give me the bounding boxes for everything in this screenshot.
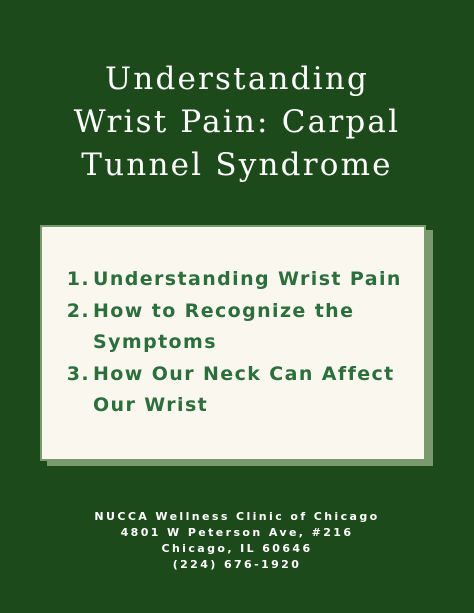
toc-item-number: 2. bbox=[66, 299, 90, 322]
page-title: Understanding Wrist Pain: Carpal Tunnel … bbox=[0, 58, 474, 187]
title-line-3: Tunnel Syndrome bbox=[81, 147, 393, 183]
toc-item-text: How to Recognize the Symptoms bbox=[93, 299, 355, 354]
clinic-name: NUCCA Wellness Clinic of Chicago bbox=[94, 510, 380, 523]
table-of-contents: 1. Understanding Wrist Pain 2. How to Re… bbox=[60, 264, 420, 422]
clinic-phone: (224) 676-1920 bbox=[172, 558, 302, 571]
clinic-contact-info: NUCCA Wellness Clinic of Chicago 4801 W … bbox=[0, 509, 474, 573]
clinic-address-street: 4801 W Peterson Ave, #216 bbox=[120, 526, 354, 539]
title-line-2: Wrist Pain: Carpal bbox=[73, 104, 401, 140]
toc-item-2: 2. How to Recognize the Symptoms bbox=[60, 296, 420, 359]
toc-item-3: 3. How Our Neck Can Affect Our Wrist bbox=[60, 359, 420, 422]
toc-item-number: 3. bbox=[66, 362, 90, 385]
toc-item-number: 1. bbox=[66, 268, 90, 290]
title-line-1: Understanding bbox=[104, 61, 370, 97]
toc-item-text: Understanding Wrist Pain bbox=[93, 268, 402, 290]
toc-item-1: 1. Understanding Wrist Pain bbox=[60, 264, 420, 296]
toc-item-text: How Our Neck Can Affect Our Wrist bbox=[93, 362, 395, 417]
clinic-address-city: Chicago, IL 60646 bbox=[161, 542, 313, 555]
table-of-contents-card: 1. Understanding Wrist Pain 2. How to Re… bbox=[40, 225, 426, 461]
